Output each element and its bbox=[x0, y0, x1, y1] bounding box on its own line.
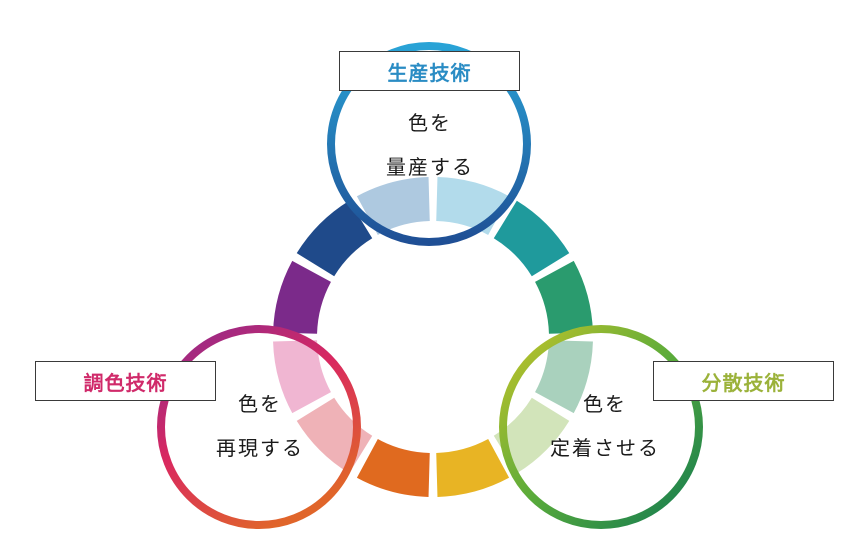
ring-segment-7 bbox=[356, 439, 430, 497]
ring-segment-12 bbox=[356, 177, 430, 235]
ring-segment-9 bbox=[273, 340, 331, 414]
dispersion-title-box: 分散技術 bbox=[653, 361, 834, 401]
production-title: 生産技術 bbox=[387, 60, 472, 85]
toning-text: 色を 再現する bbox=[190, 382, 330, 470]
ring-segment-3 bbox=[535, 260, 593, 334]
production-title-box: 生産技術 bbox=[339, 51, 520, 91]
ring-segment-2 bbox=[493, 200, 570, 277]
ring-segment-4 bbox=[535, 340, 593, 414]
production-line2: 量産する bbox=[386, 155, 474, 179]
dispersion-line2: 定着させる bbox=[550, 436, 660, 460]
toning-line2: 再現する bbox=[216, 436, 304, 460]
ring-segment-10 bbox=[273, 260, 331, 334]
toning-title: 調色技術 bbox=[83, 370, 168, 395]
toning-circle bbox=[157, 325, 361, 529]
production-text: 色を 量産する bbox=[360, 101, 500, 189]
dispersion-line1: 色を bbox=[583, 392, 627, 416]
dispersion-title: 分散技術 bbox=[701, 370, 786, 395]
ring-segment-11 bbox=[296, 200, 373, 277]
production-line1: 色を bbox=[408, 111, 452, 135]
dispersion-circle bbox=[499, 325, 703, 529]
ring-segment-6 bbox=[436, 439, 510, 497]
toning-line1: 色を bbox=[238, 392, 282, 416]
ring-segment-5 bbox=[493, 397, 570, 474]
toning-title-box: 調色技術 bbox=[35, 361, 216, 401]
production-circle bbox=[327, 42, 531, 246]
dispersion-text: 色を 定着させる bbox=[530, 382, 680, 470]
